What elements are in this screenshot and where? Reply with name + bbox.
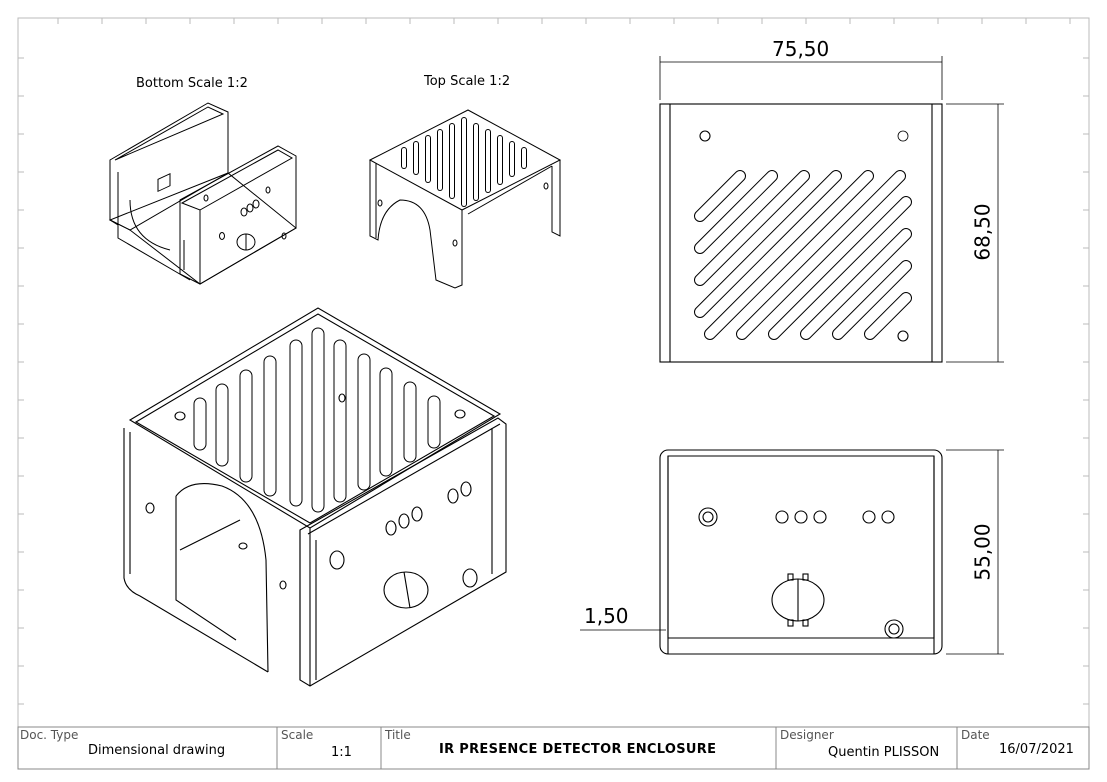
dim-top-height: 68,50 [970,203,995,261]
doc-type-label: Doc. Type [20,728,79,742]
title-value: IR PRESENCE DETECTOR ENCLOSURE [439,742,717,757]
scale-value: 1:1 [331,745,352,760]
dim-lines-front [580,449,1004,655]
dim-front-height: 55,00 [970,523,995,581]
main-iso-view [123,307,507,687]
vent-slot-inner [801,229,911,339]
front-ortho-view [659,449,943,655]
title-block-frame [17,726,1090,770]
dim-wall-thickness: 1,50 [584,604,629,628]
title-block-scale: Scale 1:1 [277,727,381,769]
designer-value: Quentin PLISSON [828,745,940,760]
vent-slot-inner [695,171,777,253]
top-ortho-view [659,103,943,363]
scale-label: Scale [281,728,314,742]
bottom-view-caption: Bottom Scale 1:2 [136,76,248,91]
vent-slot-inner [769,197,911,339]
doc-type-value: Dimensional drawing [88,743,226,758]
date-label: Date [961,728,990,742]
vent-slot-inner [865,293,911,339]
title-block-title: Title IR PRESENCE DETECTOR ENCLOSURE [381,727,776,769]
border-ticks [18,18,1089,705]
designer-label: Designer [780,728,834,742]
sheet-border [17,17,1090,770]
date-value: 16/07/2021 [999,742,1074,757]
title-block-date: Date 16/07/2021 [957,727,1089,769]
vent-slot-inner [695,171,841,317]
dim-lines-top [659,56,1004,363]
title-label: Title [385,728,411,742]
vent-slot-inner [695,171,745,221]
vent-slot-inner [737,171,905,339]
vent-slot-inner [695,171,809,285]
bottom-iso-view [108,102,297,285]
dim-top-width: 75,50 [772,37,830,61]
title-block-designer: Designer Quentin PLISSON [776,727,957,769]
title-block-doc-type: Doc. Type Dimensional drawing [18,727,277,769]
top-iso-view [368,109,562,289]
top-view-caption: Top Scale 1:2 [424,74,511,89]
vent-slot-inner [705,171,873,339]
vent-slot-inner [833,261,911,339]
